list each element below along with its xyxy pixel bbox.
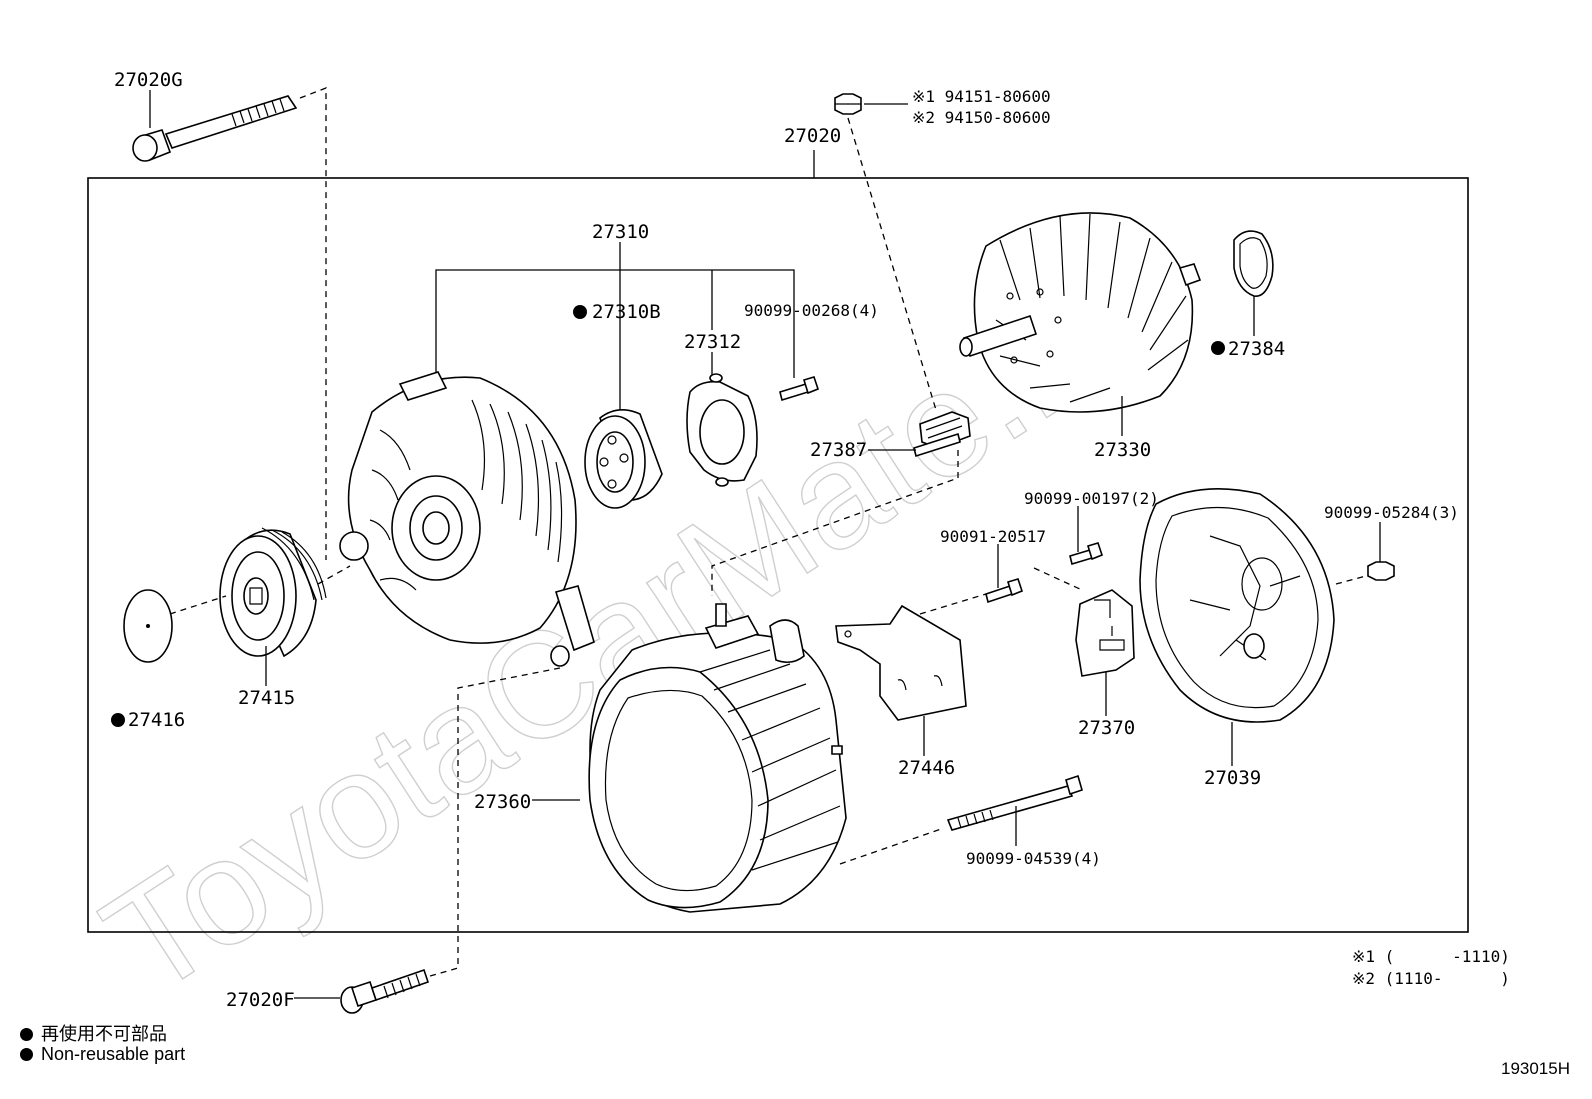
- label-27310b: 27310B: [592, 301, 661, 323]
- label-90091-20517: 90091-20517: [940, 527, 1046, 546]
- label-range1: ※1 ( -1110): [1352, 947, 1510, 966]
- label-90099-05284: 90099-05284(3): [1324, 503, 1459, 522]
- legend-en-text: Non-reusable part: [41, 1044, 186, 1064]
- assembly-frame: [87, 177, 1469, 933]
- drive-end-frame: [339, 371, 595, 667]
- label-27370: 27370: [1078, 717, 1135, 739]
- bolt-90099-04539: [946, 774, 1083, 831]
- nonreusable-dot-27416: [111, 713, 125, 727]
- legend-jp: 再使用不可部品: [20, 1020, 167, 1046]
- brush-holder-27370: [1075, 589, 1135, 677]
- label-27387: 27387: [810, 439, 867, 461]
- legend-en: Non-reusable part: [20, 1044, 185, 1065]
- label-27020: 27020: [784, 125, 841, 147]
- rear-cover-27039: [1139, 488, 1335, 723]
- legend-dot-icon: [20, 1028, 33, 1041]
- legend-dot-icon: [20, 1048, 33, 1061]
- label-90099-00268: 90099-00268(4): [744, 301, 879, 320]
- bearing-27310b: [584, 409, 663, 509]
- diagram-code: 193015H: [1500, 1059, 1570, 1078]
- screw-90099-00268: [779, 376, 819, 402]
- label-27416: 27416: [128, 709, 185, 731]
- rotor-27330: [959, 212, 1202, 413]
- label-27039: 27039: [1204, 767, 1261, 789]
- nut-90099-05284: [1367, 561, 1395, 581]
- ring-27384: [1233, 230, 1274, 297]
- nonreusable-dot-27384: [1211, 341, 1225, 355]
- label-27312: 27312: [684, 331, 741, 353]
- retainer-plate-27312: [686, 373, 758, 487]
- label-note1: ※1 94151-80600: [912, 87, 1051, 106]
- insulator-27387: [913, 411, 971, 458]
- label-90099-00197: 90099-00197(2): [1024, 489, 1159, 508]
- label-27020f: 27020F: [226, 989, 295, 1011]
- cover-27416: [123, 589, 173, 663]
- pulley-27415: [219, 527, 327, 658]
- label-90099-04539: 90099-04539(4): [966, 849, 1101, 868]
- bolt-27020g: [132, 95, 298, 162]
- label-27384: 27384: [1228, 338, 1285, 360]
- label-27360: 27360: [474, 791, 531, 813]
- label-27446: 27446: [898, 757, 955, 779]
- plate-27446: [835, 604, 967, 721]
- legend-jp-text: 再使用不可部品: [41, 1024, 167, 1044]
- label-27020g: 27020G: [114, 69, 183, 91]
- label-27330: 27330: [1094, 439, 1151, 461]
- bolt-27020f: [340, 968, 430, 1014]
- label-range2: ※2 (1110- ): [1352, 969, 1510, 988]
- stator-27360: [588, 603, 847, 913]
- label-27310: 27310: [592, 221, 649, 243]
- nut-94151: [834, 93, 862, 115]
- bolt-90091-20517: [985, 578, 1023, 604]
- label-note2: ※2 94150-80600: [912, 108, 1051, 127]
- label-27415: 27415: [238, 687, 295, 709]
- nonreusable-dot-27310b: [573, 305, 587, 319]
- screw-90099-00197: [1069, 542, 1103, 566]
